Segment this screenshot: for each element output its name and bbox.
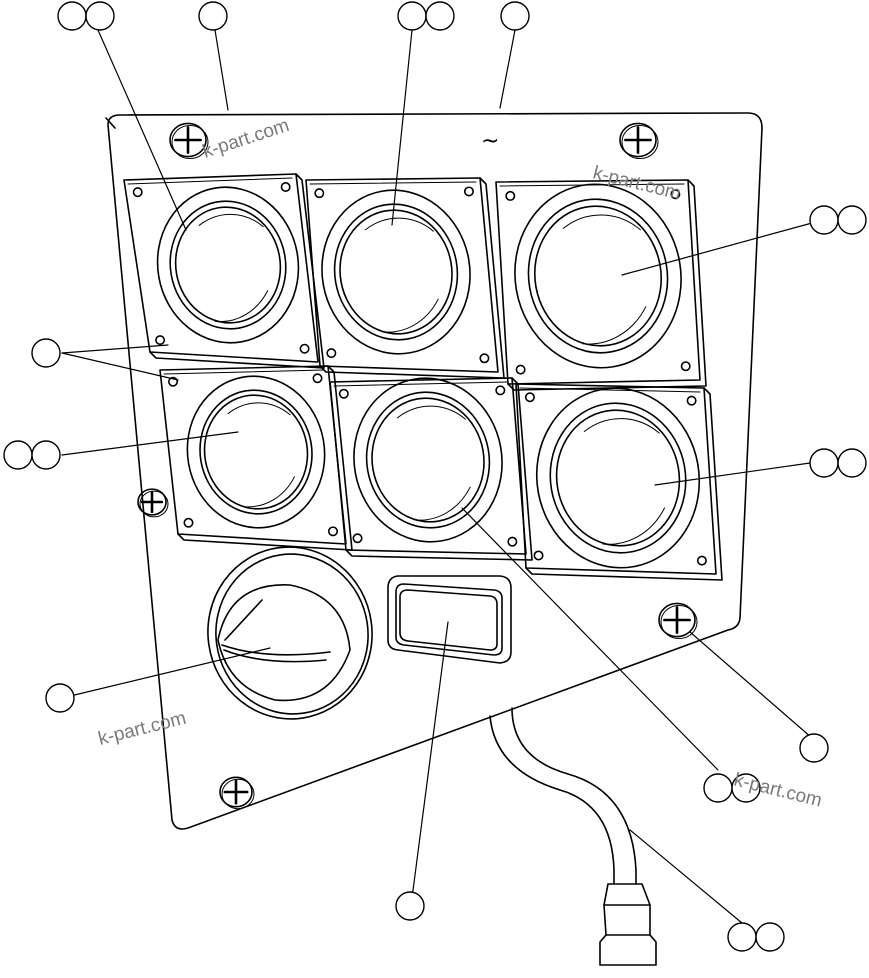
rectangular-lamp-icon — [387, 575, 512, 664]
callout-circle — [85, 1, 115, 31]
callout-group — [3, 1, 867, 952]
callout-circle — [57, 1, 87, 31]
phillips-screw-icon — [619, 122, 659, 160]
wire-harness-connector-icon — [489, 707, 657, 966]
callout-circle — [703, 773, 733, 803]
callout-circle — [809, 448, 839, 478]
watermark: k-part.com — [732, 769, 824, 811]
panel-plate-edge — [105, 117, 116, 129]
watermark: k-part.com — [591, 162, 683, 204]
phillips-screw-icon — [169, 122, 209, 160]
phillips-screw-icon — [658, 602, 698, 640]
panel-plate — [107, 112, 763, 830]
callout-circle — [45, 683, 75, 713]
callout-circle — [500, 1, 530, 31]
round-gauge-icon — [305, 177, 505, 379]
callout-circle — [425, 1, 455, 31]
round-knob-icon — [207, 546, 373, 720]
round-gauge-icon — [515, 383, 723, 581]
phillips-screw-icon — [137, 488, 169, 518]
callout-circle — [3, 440, 33, 470]
round-gauge-icon — [159, 365, 353, 551]
screw-group — [137, 122, 698, 810]
leader-lines — [61, 29, 813, 929]
round-gauge-icon — [329, 377, 533, 561]
round-gauge-icon — [495, 179, 707, 391]
round-gauge-icon — [123, 173, 325, 369]
callout-circle — [198, 1, 228, 31]
callout-circle — [31, 440, 61, 470]
callout-circle — [837, 205, 867, 235]
callout-circle — [727, 922, 757, 952]
gauge-group — [123, 173, 723, 581]
callout-circle — [31, 338, 61, 368]
callout-circle — [731, 773, 761, 803]
watermark: k-part.com — [96, 708, 188, 750]
callout-circle — [397, 1, 427, 31]
callout-circle — [837, 448, 867, 478]
watermark: k-part.com — [200, 115, 292, 163]
callout-circle — [395, 891, 425, 921]
callout-circle — [799, 733, 829, 763]
callout-circle — [755, 922, 785, 952]
callout-circle — [809, 205, 839, 235]
phillips-screw-icon — [219, 776, 255, 810]
break-mark: ~ — [481, 129, 499, 154]
